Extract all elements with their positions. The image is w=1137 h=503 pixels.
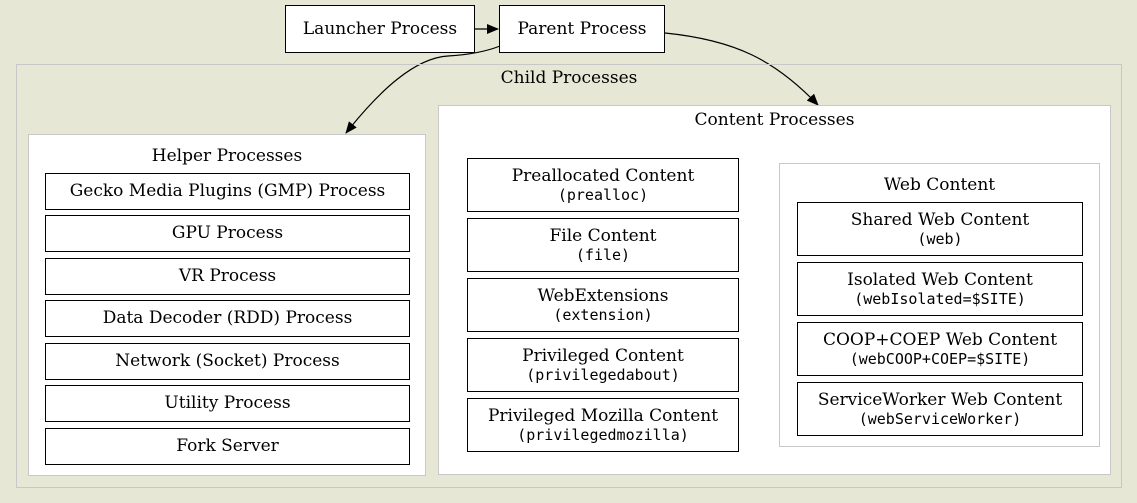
helper-item-rdd: Data Decoder (RDD) Process — [45, 300, 410, 337]
web-item-isolated: Isolated Web Content (webIsolated=$SITE) — [797, 262, 1083, 316]
content-item-code: (privilegedabout) — [526, 365, 680, 384]
child-processes-title: Child Processes — [500, 68, 638, 88]
web-item-code: (webCOOP+COEP=$SITE) — [849, 349, 1031, 368]
helper-item-utility: Utility Process — [45, 385, 410, 422]
content-item-label: WebExtensions — [537, 285, 669, 306]
web-item-code: (webServiceWorker) — [858, 409, 1022, 428]
helper-item-gmp: Gecko Media Plugins (GMP) Process — [45, 173, 410, 210]
content-item-label: File Content — [549, 225, 657, 246]
launcher-process-label: Launcher Process — [302, 18, 458, 39]
helper-item-label: Data Decoder (RDD) Process — [102, 308, 353, 328]
parent-process-node: Parent Process — [499, 5, 665, 53]
helper-processes-title: Helper Processes — [151, 146, 303, 166]
helper-item-network: Network (Socket) Process — [45, 343, 410, 380]
helper-item-vr: VR Process — [45, 258, 410, 295]
web-item-shared: Shared Web Content (web) — [797, 202, 1083, 256]
launcher-process-node: Launcher Process — [285, 5, 475, 53]
web-item-serviceworker: ServiceWorker Web Content (webServiceWor… — [797, 382, 1083, 436]
content-item-code: (privilegedmozilla) — [517, 425, 689, 444]
content-item-privilegedabout: Privileged Content (privilegedabout) — [467, 338, 739, 392]
web-item-label: ServiceWorker Web Content — [817, 389, 1063, 410]
helper-item-gpu: GPU Process — [45, 215, 410, 252]
helper-item-label: Network (Socket) Process — [115, 351, 340, 371]
content-item-code: (prealloc) — [557, 185, 649, 204]
content-item-code: (extension) — [553, 305, 653, 324]
web-item-coop-coep: COOP+COEP Web Content (webCOOP+COEP=$SIT… — [797, 322, 1083, 376]
content-item-extension: WebExtensions (extension) — [467, 278, 739, 332]
web-content-title: Web Content — [883, 175, 996, 195]
helper-item-label: GPU Process — [171, 223, 284, 243]
content-processes-title: Content Processes — [694, 110, 855, 130]
helper-item-label: Utility Process — [164, 393, 291, 413]
web-item-label: Shared Web Content — [850, 209, 1030, 230]
parent-process-label: Parent Process — [517, 18, 647, 39]
content-item-label: Privileged Content — [522, 345, 684, 366]
web-item-code: (web) — [917, 229, 963, 248]
content-item-code: (file) — [575, 245, 631, 264]
web-item-code: (webIsolated=$SITE) — [854, 289, 1026, 308]
helper-item-label: VR Process — [178, 266, 277, 286]
helper-item-fork-server: Fork Server — [45, 428, 410, 465]
web-item-label: COOP+COEP Web Content — [822, 329, 1058, 350]
web-item-label: Isolated Web Content — [847, 269, 1033, 290]
content-item-label: Privileged Mozilla Content — [487, 405, 719, 426]
content-item-prealloc: Preallocated Content (prealloc) — [467, 158, 739, 212]
content-item-privilegedmozilla: Privileged Mozilla Content (privilegedmo… — [467, 398, 739, 452]
child-processes-cluster: Child Processes — [16, 64, 1122, 488]
helper-item-label: Fork Server — [176, 436, 279, 456]
content-item-file: File Content (file) — [467, 218, 739, 272]
helper-item-label: Gecko Media Plugins (GMP) Process — [69, 181, 386, 201]
content-item-label: Preallocated Content — [511, 165, 695, 186]
